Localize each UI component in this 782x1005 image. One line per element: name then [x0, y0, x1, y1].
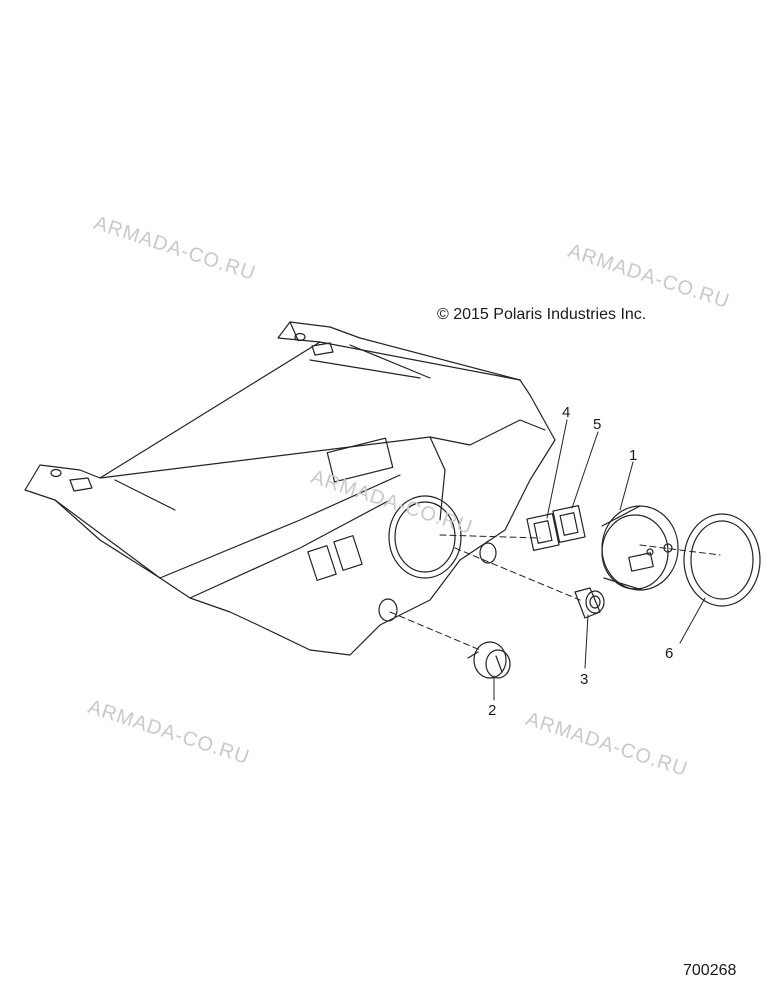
callout-2: 2 — [488, 702, 497, 719]
leader-lines — [493, 419, 706, 701]
dashboard-panel — [24, 321, 556, 656]
callout-6: 6 — [665, 645, 674, 662]
ignition-switch-part — [467, 641, 511, 679]
switch-part-4 — [526, 513, 560, 551]
assembly-lines — [389, 534, 721, 651]
callout-5: 5 — [593, 416, 602, 433]
document-number: 700268 — [683, 962, 737, 979]
gauge-part — [601, 505, 679, 591]
callout-4: 4 — [562, 404, 571, 421]
bezel-ring-part — [683, 513, 761, 607]
callout-3: 3 — [580, 671, 589, 688]
copyright-text: © 2015 Polaris Industries Inc. — [437, 306, 647, 323]
callout-1: 1 — [629, 447, 638, 464]
power-outlet-part — [574, 587, 605, 619]
switch-part-5 — [552, 505, 586, 543]
